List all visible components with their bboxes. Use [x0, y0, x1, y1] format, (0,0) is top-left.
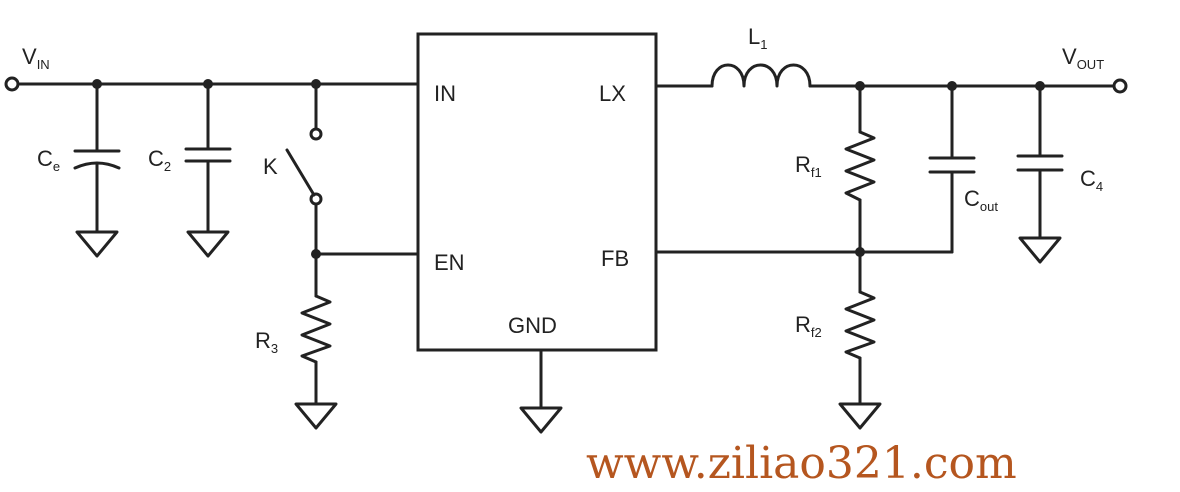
capacitor-c2: [184, 147, 232, 163]
rf1-label: Rf1: [795, 152, 822, 180]
pin-lx-label: LX: [599, 81, 626, 106]
vin-label: VIN: [22, 44, 50, 72]
vout-terminal: [1112, 78, 1128, 94]
ground-symbol: [75, 230, 119, 258]
switch-blade: [285, 148, 316, 197]
switch-k: [285, 127, 323, 206]
ce-plate-bottom-curved: [73, 161, 121, 170]
junction-node: [203, 79, 213, 89]
switch-contact-bottom: [309, 192, 323, 206]
ground-symbol: [838, 402, 882, 430]
junction-node: [1035, 81, 1045, 91]
c2-label: C2: [148, 146, 171, 174]
capacitor-ce: [73, 149, 121, 170]
junction-node: [855, 81, 865, 91]
switch-k-label: K: [263, 154, 278, 179]
ic-body: [416, 32, 658, 352]
cout-label: Cout: [964, 186, 998, 214]
switch-contact-top: [309, 127, 323, 141]
capacitor-cout: [928, 156, 976, 174]
c4-label: C4: [1080, 166, 1103, 194]
junction-node: [311, 249, 321, 259]
r3-label: R3: [255, 328, 278, 356]
pin-en-label: EN: [434, 250, 465, 275]
pin-in-label: IN: [434, 81, 456, 106]
junction-node: [311, 79, 321, 89]
ground-symbol: [519, 406, 563, 434]
pin-gnd-label: GND: [508, 313, 557, 338]
ground-symbol: [186, 230, 230, 258]
pin-fb-label: FB: [601, 246, 629, 271]
junction-node: [855, 247, 865, 257]
ground-symbol: [1018, 236, 1062, 264]
inductor-l1: [710, 63, 812, 88]
junction-node: [947, 81, 957, 91]
vin-terminal: [4, 76, 20, 92]
vout-label: VOUT: [1062, 44, 1104, 72]
rf2-label: Rf2: [795, 312, 822, 340]
regulator-ic: IN LX EN FB GND: [416, 32, 658, 352]
ce-label: Ce: [37, 146, 60, 174]
resistor-rf1: [844, 130, 876, 202]
capacitor-c4: [1016, 154, 1064, 172]
l1-label: L1: [748, 24, 767, 52]
junction-node: [92, 79, 102, 89]
ground-symbol: [294, 402, 338, 430]
resistor-r3: [300, 294, 332, 364]
watermark-text: www.ziliao321.com: [586, 438, 1017, 489]
resistor-rf2: [844, 290, 876, 360]
